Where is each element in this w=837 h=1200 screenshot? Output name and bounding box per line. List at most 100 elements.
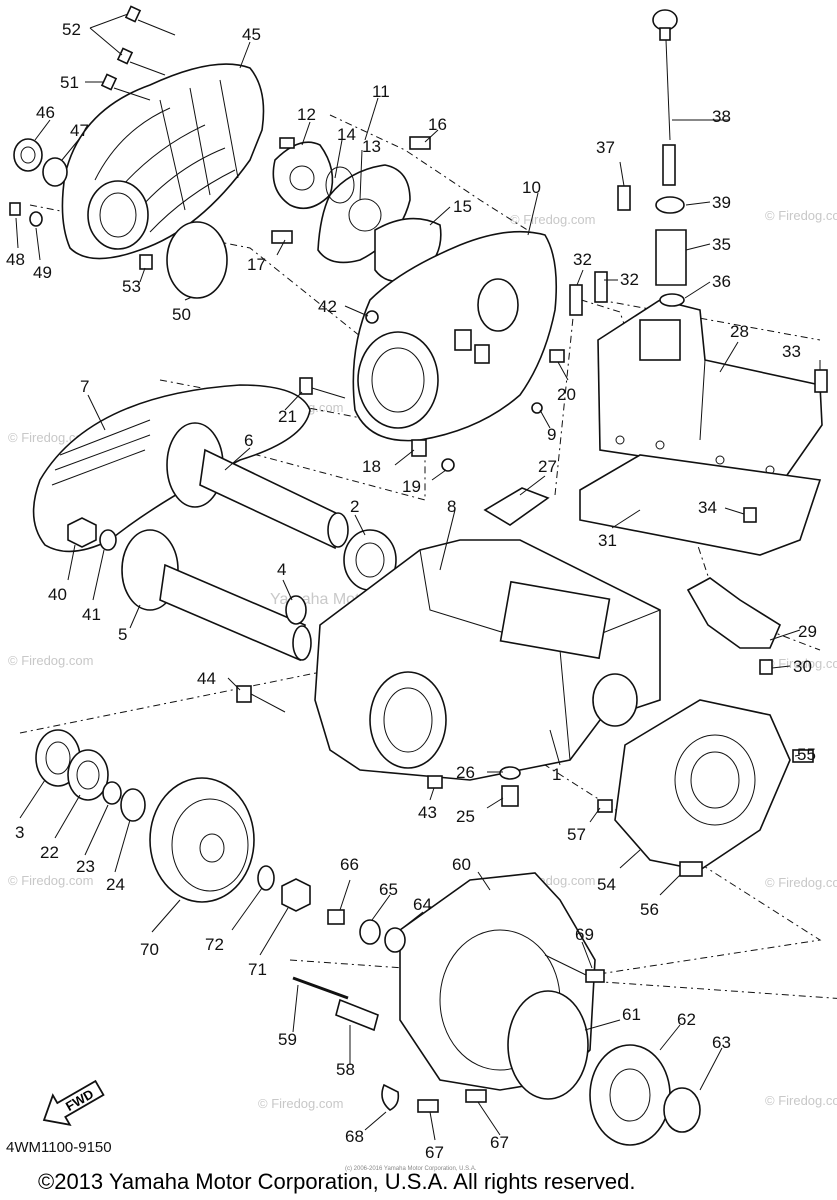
callout-label: 60 <box>452 855 471 874</box>
leader-lines <box>15 13 821 1141</box>
callout-label: 53 <box>122 277 141 296</box>
callout-label: 32 <box>620 270 639 289</box>
callout-label: 33 <box>782 342 801 361</box>
crankcase-1 <box>314 539 661 781</box>
callout-label: 3 <box>15 823 24 842</box>
callout-label: 39 <box>712 193 731 212</box>
callouts: 1 2 3 4 5 6 7 8 9 10 11 12 13 14 15 16 1… <box>6 20 817 1162</box>
small-hardware-upper <box>299 349 565 472</box>
callout-label: 5 <box>118 625 127 644</box>
callout-label: 55 <box>797 745 816 764</box>
callout-label: 66 <box>340 855 359 874</box>
callout-label: 43 <box>418 803 437 822</box>
callout-label: 50 <box>172 305 191 324</box>
drain-plug-25-26 <box>499 766 521 807</box>
callout-label: 65 <box>379 880 398 899</box>
callout-label: 49 <box>33 263 52 282</box>
watermark-text: © Firedog.com <box>510 212 595 227</box>
callout-label: 15 <box>453 197 472 216</box>
bolts-67-clip-68 <box>381 1083 487 1113</box>
callout-label: 70 <box>140 940 159 959</box>
watermark-text: © Firedog.com <box>765 875 837 890</box>
dowel-57 <box>597 799 613 813</box>
callout-label: 32 <box>573 250 592 269</box>
callout-label: 2 <box>350 497 359 516</box>
callout-label: 11 <box>372 82 390 101</box>
callout-label: 51 <box>60 73 79 92</box>
plug-46-oring-47 <box>13 138 68 187</box>
callout-label: 22 <box>40 843 59 862</box>
bolt-56 <box>679 861 703 877</box>
nut-40-washer-41 <box>67 517 117 551</box>
callout-label: 18 <box>362 457 381 476</box>
watermark-text: © Firedog.com <box>258 1096 343 1111</box>
callout-label: 13 <box>362 137 381 156</box>
callout-label: 67 <box>425 1143 444 1162</box>
callout-label: 52 <box>62 20 81 39</box>
callout-label: 23 <box>76 857 95 876</box>
oring-39 <box>655 196 685 214</box>
callout-label: 47 <box>70 121 89 140</box>
callout-label: 12 <box>297 105 316 124</box>
bolts-32-33-34 <box>569 271 828 523</box>
top-cover-28 <box>597 299 823 479</box>
callout-label: 28 <box>730 322 749 341</box>
callout-label: 10 <box>522 178 541 197</box>
key-4 <box>285 595 307 625</box>
dipstick-38 <box>652 9 678 186</box>
callout-label: 29 <box>798 622 817 641</box>
bolts-51-52 <box>100 5 176 101</box>
callout-label: 48 <box>6 250 25 269</box>
shaft-6 <box>166 422 349 550</box>
bracket-29 <box>686 577 782 649</box>
callout-label: 44 <box>197 669 216 688</box>
callout-label: 59 <box>278 1030 297 1049</box>
callout-label: 71 <box>248 960 267 979</box>
shaft-58-59 <box>292 976 379 1032</box>
callout-label: 31 <box>598 531 617 550</box>
gear-shaft-5 <box>121 529 312 662</box>
clutch-cover <box>61 63 265 260</box>
case-cover-10 <box>352 230 558 442</box>
callout-label: 62 <box>677 1010 696 1029</box>
watermark-text: © Firedog.com <box>8 873 93 888</box>
callout-label: 25 <box>456 807 475 826</box>
bolt-37 <box>617 185 631 211</box>
callout-label: 17 <box>247 255 266 274</box>
watermark-text: © Firedog.com <box>765 1093 837 1108</box>
callout-label: 58 <box>336 1060 355 1079</box>
callout-label: 40 <box>48 585 67 604</box>
bolt-55 <box>792 749 814 763</box>
callout-label: 69 <box>575 925 594 944</box>
bearings-seals-lower-left <box>35 729 146 822</box>
gasket-27 <box>483 487 550 526</box>
cap-62 <box>589 1044 671 1146</box>
hardware-64-66 <box>327 909 406 953</box>
callout-label: 67 <box>490 1133 509 1152</box>
bolt-69 <box>585 969 605 983</box>
copyright-notice: ©2013 Yamaha Motor Corporation, U.S.A. A… <box>38 1169 635 1194</box>
callout-label: 20 <box>557 385 576 404</box>
callout-label: 21 <box>278 407 297 426</box>
callout-label: 8 <box>447 497 456 516</box>
nut-71 <box>281 878 311 912</box>
washer-72 <box>257 865 275 891</box>
callout-label: 57 <box>567 825 586 844</box>
callout-label: 7 <box>80 377 89 396</box>
callout-label: 38 <box>712 107 731 126</box>
callout-label: 64 <box>413 895 432 914</box>
callout-label: 19 <box>402 477 421 496</box>
callout-label: 6 <box>244 431 253 450</box>
watermark-text: © Firedog.com <box>765 208 837 223</box>
callout-label: 56 <box>640 900 659 919</box>
gasket-31 <box>579 454 822 556</box>
callout-label: 61 <box>622 1005 641 1024</box>
filler-neck-35 <box>655 229 687 286</box>
oring-36 <box>659 293 685 307</box>
callout-label: 34 <box>698 498 717 517</box>
callout-label: 37 <box>596 138 615 157</box>
callout-label: 14 <box>337 125 356 144</box>
callout-label: 9 <box>547 425 556 444</box>
dowel-43 <box>427 775 443 789</box>
